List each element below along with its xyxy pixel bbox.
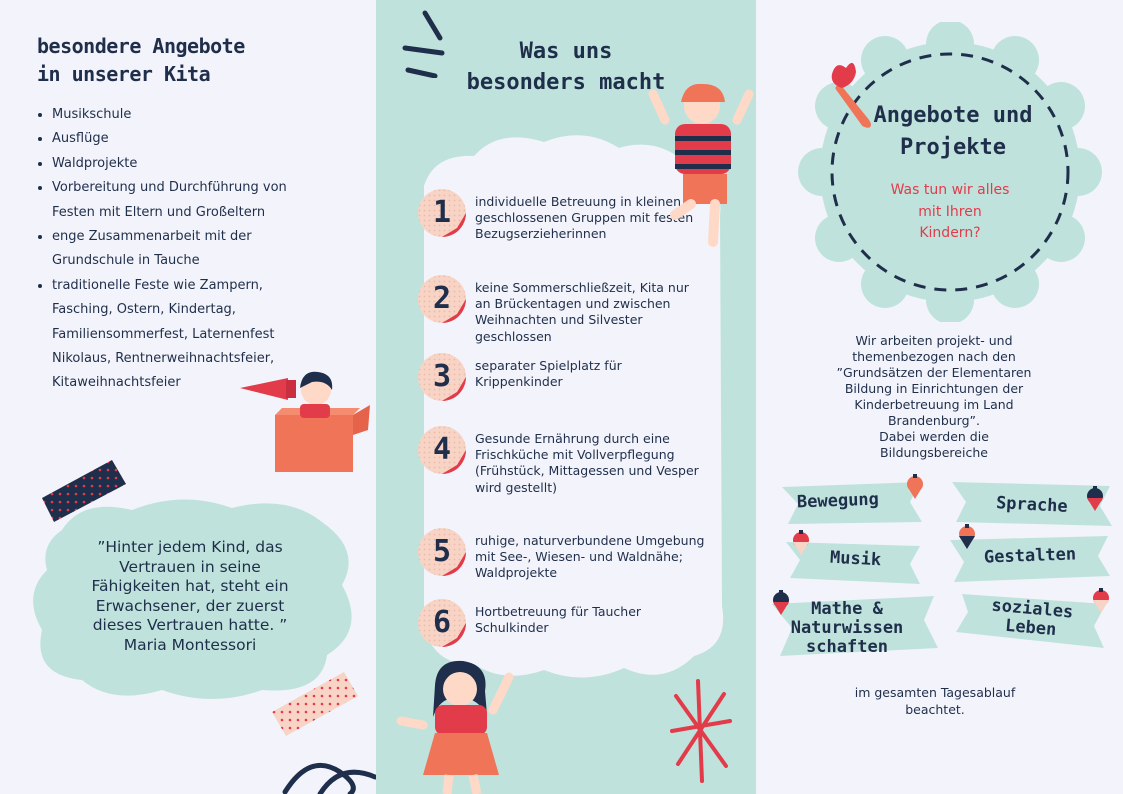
girl-illustration bbox=[396, 660, 514, 794]
subheading-line: Kindern? bbox=[919, 225, 981, 241]
step-number: 3 bbox=[432, 359, 452, 394]
montessori-quote: ”Hinter jedem Kind, das Vertrauen in sei… bbox=[70, 538, 310, 656]
paragraph-line: Bildungsbereiche bbox=[880, 445, 988, 460]
paragraph-line: themenbezogen nach den bbox=[852, 349, 1016, 364]
paragraph-line: Kinderbetreuung im Land bbox=[854, 397, 1014, 412]
number-badge: 3 bbox=[417, 352, 467, 402]
special-heading-line2: besonders macht bbox=[466, 70, 666, 95]
area-gestalten: Gestalten bbox=[983, 544, 1077, 568]
star-decoration bbox=[670, 679, 732, 783]
area-musik: Musik bbox=[829, 547, 882, 571]
paragraph-line: Bildung in Einrichtungen der bbox=[844, 381, 1024, 396]
spinning-top-icon bbox=[907, 474, 923, 499]
area-line: Mathe & bbox=[811, 599, 883, 619]
feature-step-5: 5 ruhige, naturverbundene Umgebung mit S… bbox=[417, 527, 717, 587]
step-number: 5 bbox=[432, 534, 452, 569]
step-number: 1 bbox=[432, 195, 452, 230]
feature-step-6: 6 Hortbetreuung für Taucher Schulkinder bbox=[417, 598, 717, 658]
area-soziales-leben: soziales Leben bbox=[983, 596, 1081, 642]
paragraph-line: Wir arbeiten projekt- und bbox=[855, 333, 1013, 348]
scalloped-ring bbox=[798, 22, 1102, 322]
area-mathe-naturwissenschaften: Mathe & Naturwissen schaften bbox=[784, 600, 910, 657]
projects-heading: Angebote und Projekte bbox=[838, 100, 1068, 164]
step-number: 2 bbox=[432, 281, 452, 316]
spark-lines-decoration bbox=[402, 10, 445, 78]
step-text: Gesunde Ernährung durch eine Frischküche… bbox=[475, 431, 699, 495]
footer-line: im gesamten Tagesablauf bbox=[854, 685, 1016, 700]
quote-author: Maria Montessori bbox=[123, 635, 257, 654]
quote-blob bbox=[33, 499, 352, 699]
education-ribbons bbox=[772, 482, 1112, 656]
list-item: enge Zusammenarbeit mit der Grundschule … bbox=[52, 225, 262, 274]
paragraph-line: Dabei werden die bbox=[879, 429, 989, 444]
feature-step-1: 1 individuelle Betreuung in kleinen, ges… bbox=[417, 188, 717, 248]
area-sprache: Sprache bbox=[995, 493, 1069, 517]
feature-step-3: 3 separater Spielplatz für Krippenkinder bbox=[417, 352, 717, 412]
swirl-decoration bbox=[282, 762, 378, 794]
cloud-background bbox=[424, 135, 724, 678]
quote-line: Fähigkeiten hat, steht ein bbox=[91, 577, 289, 596]
subheading-line: Was tun wir alles bbox=[890, 182, 1010, 198]
step-text: keine Sommerschließzeit, Kita nur an Brü… bbox=[475, 280, 689, 344]
step-text: Hortbetreuung für Taucher Schulkinder bbox=[475, 604, 642, 636]
special-heading-line1: Was uns bbox=[519, 39, 613, 64]
special-heading: Was uns besonders macht bbox=[446, 36, 686, 98]
quote-line: Vertrauen in seine bbox=[119, 557, 261, 576]
feature-step-2: 2 keine Sommerschließzeit, Kita nur an B… bbox=[417, 274, 717, 344]
list-item: Musikschule bbox=[52, 103, 382, 127]
step-number: 6 bbox=[432, 605, 452, 640]
spinning-top-icon bbox=[1087, 486, 1103, 511]
offers-heading-line2: in unserer Kita bbox=[37, 62, 211, 86]
quote-line: Erwachsener, der zuerst bbox=[95, 596, 285, 615]
number-badge: 5 bbox=[417, 527, 467, 577]
washi-tape-dark bbox=[42, 460, 126, 522]
offers-list: Musikschule Ausflüge Waldprojekte Vorber… bbox=[37, 103, 382, 396]
jumping-boy-illustration bbox=[648, 83, 754, 247]
area-bewegung: Bewegung bbox=[796, 489, 880, 513]
step-text: separater Spielplatz für Krippenkinder bbox=[475, 358, 622, 390]
number-badge: 6 bbox=[417, 598, 467, 648]
approach-paragraph: Wir arbeiten projekt- und themenbezogen … bbox=[800, 333, 1068, 461]
list-item: Vorbereitung und Durchführung von Festen… bbox=[52, 176, 307, 225]
child-in-box-illustration bbox=[240, 371, 370, 472]
spinning-top-icon bbox=[1093, 588, 1109, 613]
quote-line: ”Hinter jedem Kind, das bbox=[97, 538, 283, 556]
footer-line: beachtet. bbox=[905, 702, 965, 717]
list-item: Waldprojekte bbox=[52, 152, 382, 176]
feature-step-4: 4 Gesunde Ernährung durch eine Frischküc… bbox=[417, 425, 717, 495]
area-line: schaften bbox=[806, 637, 888, 657]
list-item: traditionelle Feste wie Zampern, Faschin… bbox=[52, 274, 292, 396]
number-badge: 4 bbox=[417, 425, 467, 475]
spinning-top-icon bbox=[773, 590, 789, 615]
paperclip-icon bbox=[831, 62, 872, 128]
offers-heading-line1: besondere Angebote bbox=[37, 34, 245, 58]
paragraph-line: Brandenburg”. bbox=[887, 413, 980, 428]
step-text: ruhige, naturverbundene Umgebung mit See… bbox=[475, 533, 705, 581]
projects-heading-line2: Projekte bbox=[900, 135, 1006, 160]
number-badge: 2 bbox=[417, 274, 467, 324]
paragraph-line: ”Grundsätzen der Elementaren bbox=[836, 365, 1032, 380]
area-line: Naturwissen bbox=[790, 618, 904, 638]
spinning-top-icon bbox=[793, 530, 809, 555]
step-number: 4 bbox=[432, 432, 452, 467]
quote-line: dieses Vertrauen hatte. ” bbox=[92, 616, 288, 635]
number-badge: 1 bbox=[417, 188, 467, 238]
offers-heading: besondere Angebote in unserer Kita bbox=[37, 32, 245, 88]
spinning-top-icon bbox=[959, 524, 975, 549]
footer-note: im gesamten Tagesablauf beachtet. bbox=[820, 684, 1050, 718]
washi-tape-peach bbox=[272, 672, 358, 736]
projects-heading-line1: Angebote und bbox=[873, 103, 1033, 128]
subheading-line: mit Ihren bbox=[918, 203, 982, 220]
step-text: individuelle Betreuung in kleinen, gesch… bbox=[475, 194, 694, 242]
projects-subheading: Was tun wir alles mit Ihren Kindern? bbox=[868, 180, 1032, 245]
list-item: Ausflüge bbox=[52, 127, 382, 151]
